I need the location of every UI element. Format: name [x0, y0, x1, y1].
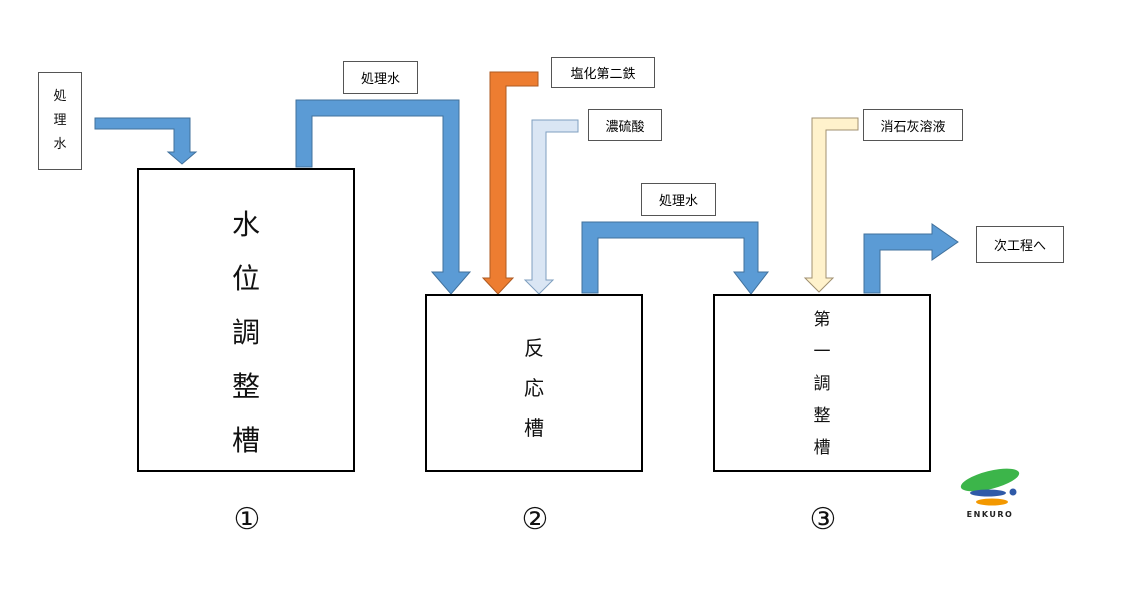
- enkuro-logo-text: ENKURO: [966, 510, 1014, 519]
- output-arrow: [863, 223, 959, 294]
- ferric-chloride-arrow: [481, 71, 539, 295]
- tank2-char-1: 反: [524, 336, 544, 360]
- tank1-char-1: 水: [231, 208, 260, 241]
- lime-solution-arrow: [803, 117, 859, 293]
- input-char-3: 水: [53, 137, 67, 152]
- tank-first-adjustment: 第 一 調 整 槽: [713, 294, 931, 472]
- flow-arrow-tank1-to-tank2: [295, 99, 472, 295]
- tank-reaction: 反 応 槽: [425, 294, 643, 472]
- tank3-char-1: 第: [813, 310, 831, 330]
- treated-water-label-1: 処理水: [343, 61, 418, 94]
- tank3-number: ③: [809, 502, 837, 537]
- tank1-number: ①: [233, 502, 261, 537]
- next-process-label: 次工程へ: [976, 226, 1064, 263]
- tank1-char-3: 調: [231, 316, 260, 349]
- tank-water-level-adjustment: 水 位 調 整 槽: [137, 168, 355, 472]
- tank1-char-4: 整: [231, 370, 260, 403]
- lime-solution-label: 消石灰溶液: [863, 109, 963, 141]
- sulfuric-acid-label: 濃硫酸: [588, 109, 662, 141]
- enkuro-logo-icon: [960, 468, 1020, 506]
- sulfuric-acid-arrow: [523, 119, 579, 295]
- ferric-chloride-label: 塩化第二鉄: [551, 57, 655, 88]
- input-char-1: 処: [53, 89, 67, 104]
- input-char-2: 理: [53, 113, 67, 128]
- tank3-char-5: 槽: [813, 438, 831, 458]
- input-arrow: [94, 117, 198, 165]
- tank1-char-2: 位: [231, 262, 260, 295]
- tank3-char-3: 調: [813, 374, 831, 394]
- flow-arrow-tank2-to-tank3: [581, 221, 770, 295]
- input-water-label: 処 理 水: [38, 72, 82, 170]
- tank2-char-2: 応: [524, 376, 544, 400]
- tank3-char-4: 整: [813, 406, 831, 426]
- enkuro-logo: ENKURO: [958, 462, 1022, 522]
- treated-water-label-2: 処理水: [641, 183, 716, 216]
- tank3-char-2: 一: [813, 342, 831, 362]
- tank2-char-3: 槽: [524, 416, 544, 440]
- tank2-number: ②: [521, 502, 549, 537]
- tank1-char-5: 槽: [231, 424, 260, 457]
